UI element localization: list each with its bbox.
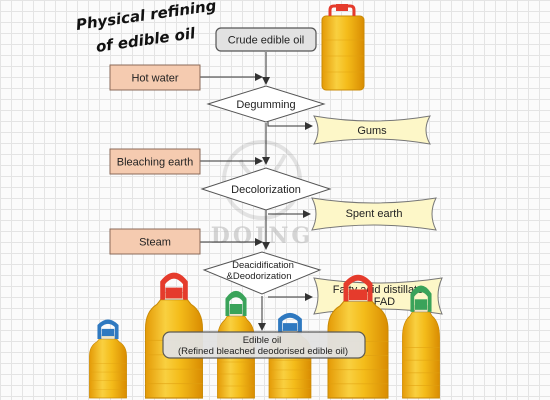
crude-oil-node: Crude edible oil (215, 27, 317, 52)
bottle-green-mid-left (216, 291, 256, 399)
bottle-blue-mid-center (268, 312, 312, 399)
gums-output: Gums (313, 115, 431, 145)
degumming-node: Degumming (206, 85, 326, 123)
degumming-label: Degumming (236, 99, 295, 111)
steam-input: Steam (109, 228, 201, 255)
edible-oil-node: Edible oil (Refined bleached deodorised … (162, 331, 366, 359)
bleaching-earth-label: Bleaching earth (117, 157, 193, 169)
deacidification-label-line2: &Deodorization (227, 271, 292, 282)
bleaching-earth-input: Bleaching earth (109, 148, 201, 175)
edible-oil-label-line2: (Refined bleached deodorised edible oil) (178, 346, 348, 357)
hot-water-input: Hot water (109, 64, 201, 91)
watermark-text: DOING (211, 223, 313, 249)
spent-earth-output: Spent earth (311, 197, 437, 231)
crude-oil-label: Crude edible oil (228, 35, 304, 47)
deacidification-node: Deacidification &Deodorization (202, 251, 322, 295)
edible-oil-label-line1: Edible oil (243, 335, 282, 346)
bottle-blue-small-left (89, 319, 127, 399)
bottle-green-right (401, 285, 441, 399)
crude-oil-bottle-image (321, 4, 365, 91)
deacidification-label-line1: Deacidification (232, 260, 294, 271)
spent-earth-label: Spent earth (346, 208, 403, 220)
hot-water-label: Hot water (131, 73, 178, 85)
steam-label: Steam (139, 237, 171, 249)
bottle-red-large-right (327, 274, 389, 399)
decolorization-node: Decolorization (200, 167, 332, 211)
gums-label: Gums (357, 125, 387, 137)
bottle-red-large-left (144, 272, 204, 399)
decolorization-label: Decolorization (231, 184, 301, 196)
